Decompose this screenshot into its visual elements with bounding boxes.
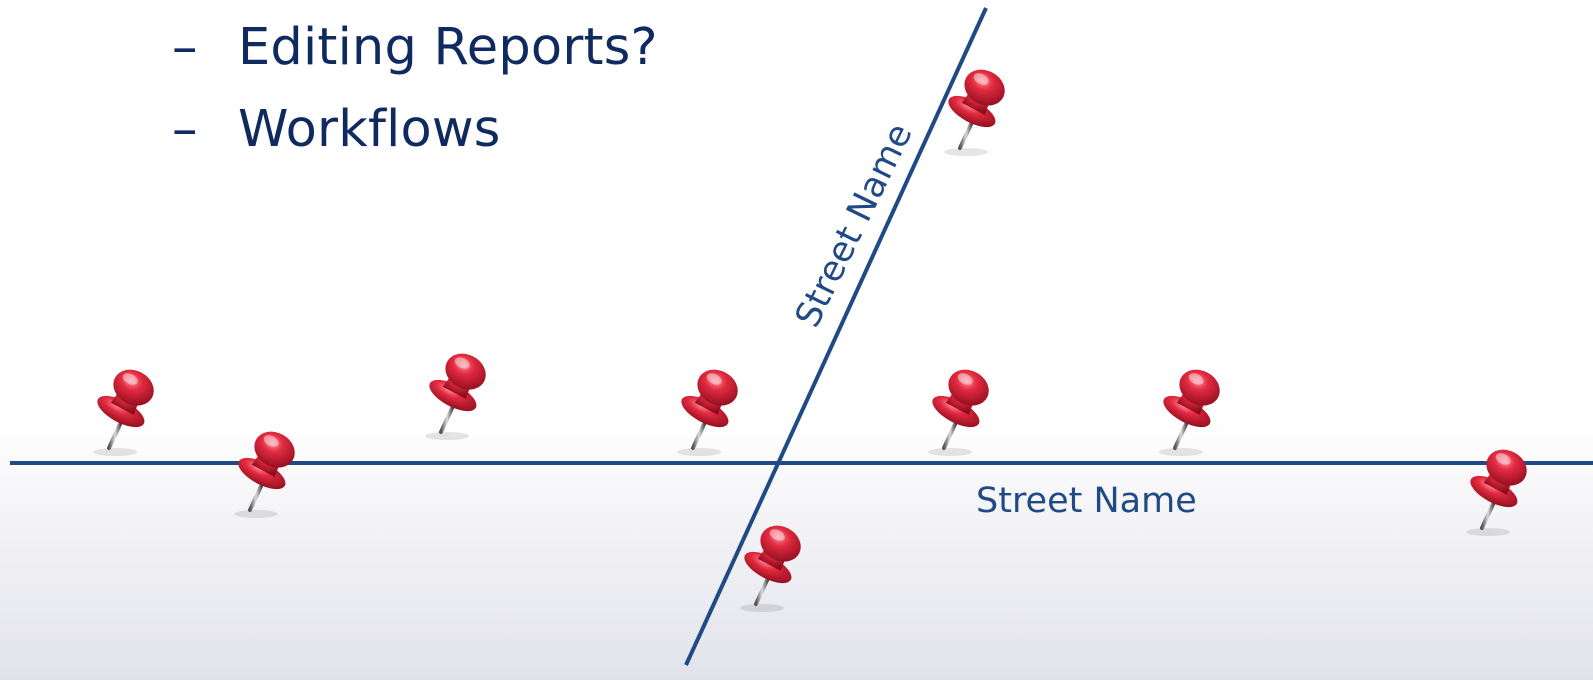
street-line-diagonal bbox=[684, 7, 988, 666]
street-label-horizontal: Street Name bbox=[976, 481, 1197, 521]
push-pin-icon bbox=[422, 342, 499, 442]
push-pin-icon bbox=[231, 420, 308, 520]
push-pin-icon bbox=[90, 358, 167, 458]
push-pin-icon bbox=[1156, 358, 1233, 458]
push-pin-icon bbox=[1463, 438, 1540, 538]
push-pin-icon bbox=[674, 358, 751, 458]
bullet-item-editing-reports: – Editing Reports? bbox=[172, 6, 658, 88]
bullet-item-workflows: – Workflows bbox=[172, 88, 658, 170]
push-pin-icon bbox=[925, 358, 1002, 458]
bullet-list: – Editing Reports? – Workflows bbox=[172, 6, 658, 170]
bullet-text: Workflows bbox=[238, 99, 501, 159]
bullet-dash: – bbox=[172, 99, 198, 159]
bullet-dash: – bbox=[172, 17, 198, 77]
push-pin-icon bbox=[737, 514, 814, 614]
bullet-text: Editing Reports? bbox=[238, 17, 658, 77]
